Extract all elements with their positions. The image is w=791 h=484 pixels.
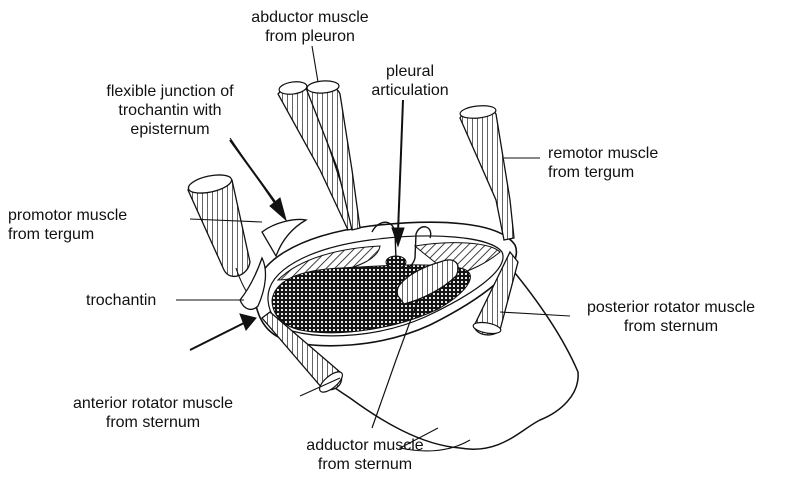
label-remotor-tergum: remotor muscle from tergum (548, 144, 708, 182)
arrow-trochantin-shaft (190, 322, 246, 350)
arrow-pleural-shaft (398, 100, 403, 232)
arrow-trochantin-head (240, 314, 256, 330)
arrow-flexible-shaft (230, 140, 278, 206)
label-trochantin: trochantin (86, 291, 176, 310)
leader-posterior-rotator (500, 312, 570, 316)
label-flexible-junction: flexible junction of trochantin with epi… (70, 82, 270, 139)
label-adductor-sternum: adductor muscle from sternum (290, 436, 440, 474)
label-anterior-rotator: anterior rotator muscle from sternum (48, 394, 258, 432)
abductor-pleuron-muscle (278, 80, 360, 230)
label-abductor-pleuron: abductor muscle from pleuron (230, 8, 390, 46)
label-pleural-articulation: pleural articulation (355, 62, 465, 100)
leader-abductor-pleuron (312, 46, 318, 82)
arrow-flexible-head (270, 198, 286, 220)
articulation-knob (386, 256, 406, 268)
remotor-muscle (459, 104, 514, 240)
label-posterior-rotator: posterior rotator muscle from sternum (566, 298, 776, 336)
promotor-muscle (187, 172, 252, 300)
label-promotor-tergum: promotor muscle from tergum (8, 206, 188, 244)
